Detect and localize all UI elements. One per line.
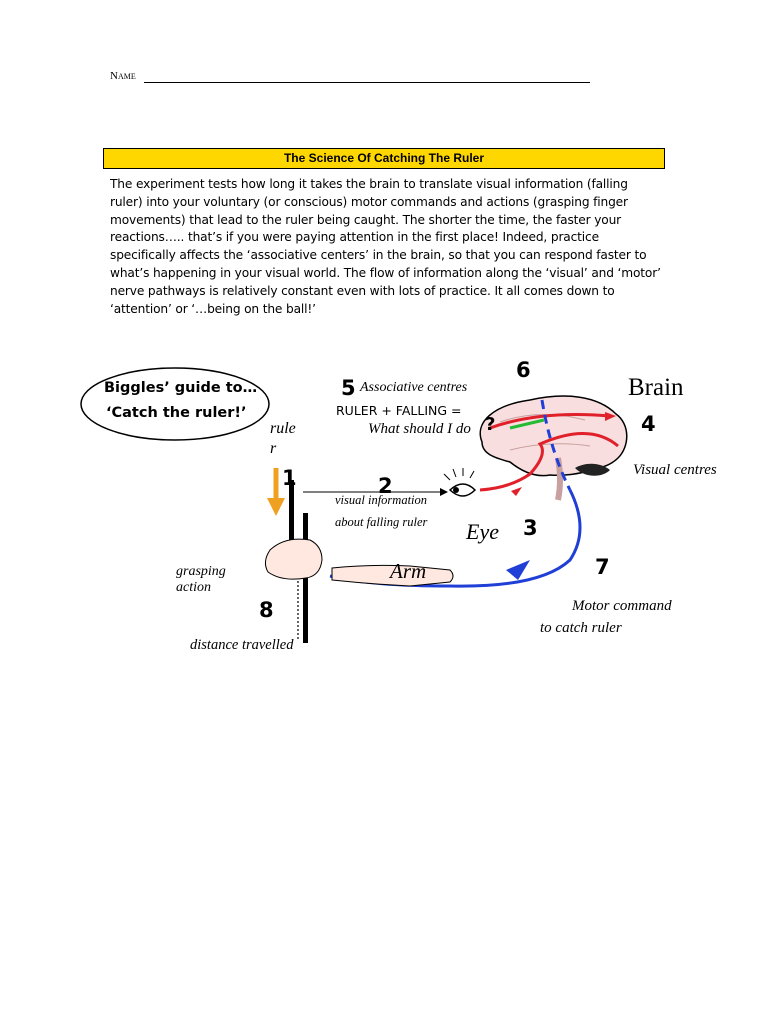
name-label: Name	[110, 70, 136, 82]
step-number-8: 8	[259, 598, 274, 622]
step-number-6: 6	[516, 358, 531, 382]
visual-red-path	[479, 432, 619, 492]
ruler-label-2: r	[270, 440, 277, 457]
eye-label: Eye	[466, 519, 499, 544]
visual-centres-label: Visual centres	[633, 462, 717, 478]
step-number-5: 5	[341, 376, 356, 400]
motor-dashed-path	[540, 399, 572, 491]
visual-info-text-2: about falling ruler	[335, 515, 428, 529]
grasping-label-2: action	[176, 580, 211, 595]
falling-arrow-head	[267, 498, 285, 516]
step-number-2: 2	[378, 474, 393, 498]
assoc-green-path	[509, 418, 545, 430]
what-should-label: What should I do	[368, 421, 471, 437]
catch-ruler-diagram: Biggles’ guide to… ‘Catch the ruler!’ ru…	[70, 350, 717, 670]
question-mark: ?	[485, 414, 496, 435]
step-number-1: 1	[282, 466, 297, 490]
diagram-drawing	[80, 367, 628, 643]
eye-shape	[448, 483, 477, 497]
cerebellum	[575, 463, 610, 476]
step-number-3: 3	[523, 516, 538, 540]
ruler-falling-label: RULER + FALLING =	[336, 403, 462, 418]
name-field[interactable]: Name	[110, 70, 590, 86]
name-underline	[144, 82, 590, 83]
distance-label: distance travelled	[190, 637, 294, 653]
bubble-text-2: ‘Catch the ruler!’	[106, 405, 247, 421]
speech-bubble	[80, 367, 270, 441]
arm-shape	[331, 564, 454, 587]
grasping-label-1: grasping	[176, 564, 226, 579]
brain-shape	[479, 395, 628, 477]
section-title: The Science Of Catching The Ruler	[103, 148, 665, 169]
hand-shape	[264, 538, 323, 580]
brain-label: Brain	[628, 374, 684, 401]
bubble-text-1: Biggles’ guide to…	[104, 380, 258, 396]
motor-command-label-1: Motor command	[572, 598, 672, 614]
ruler-label-1: rule	[270, 420, 296, 437]
arm-label: Arm	[390, 559, 427, 583]
assoc-centres-label: Associative centres	[360, 380, 468, 395]
ruler-top	[289, 480, 294, 578]
step-number-7: 7	[595, 555, 610, 579]
step-number-4: 4	[641, 412, 656, 436]
motor-command-label-2: to catch ruler	[540, 620, 622, 636]
visual-info-text-1: visual information	[335, 493, 428, 507]
intro-paragraph: The experiment tests how long it takes t…	[110, 177, 661, 316]
